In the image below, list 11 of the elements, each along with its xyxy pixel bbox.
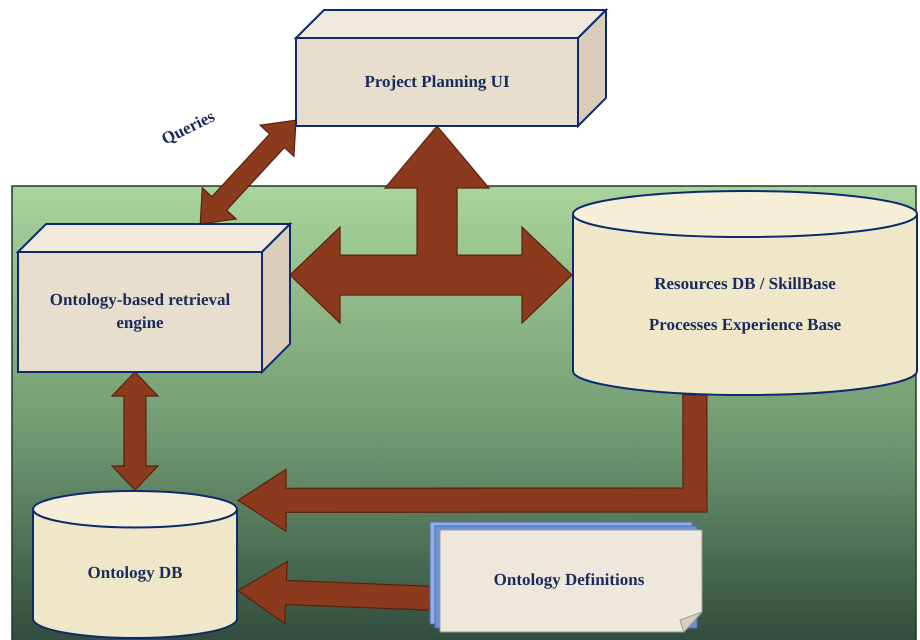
block-arrow [236, 394, 708, 532]
node-label: Ontology-based retrieval engine [48, 289, 232, 334]
node-label: Ontology DB [88, 562, 182, 584]
block-arrow [236, 560, 432, 625]
node-label: Project Planning UI [364, 70, 510, 93]
node-label: Ontology Definitions [494, 568, 644, 591]
block-arrow [110, 371, 160, 491]
node-label: Processes Experience Base [648, 314, 842, 336]
three-way-arrow [289, 125, 573, 324]
node-label: Resources DB / SkillBase [654, 272, 836, 295]
block-arrow [200, 120, 297, 225]
